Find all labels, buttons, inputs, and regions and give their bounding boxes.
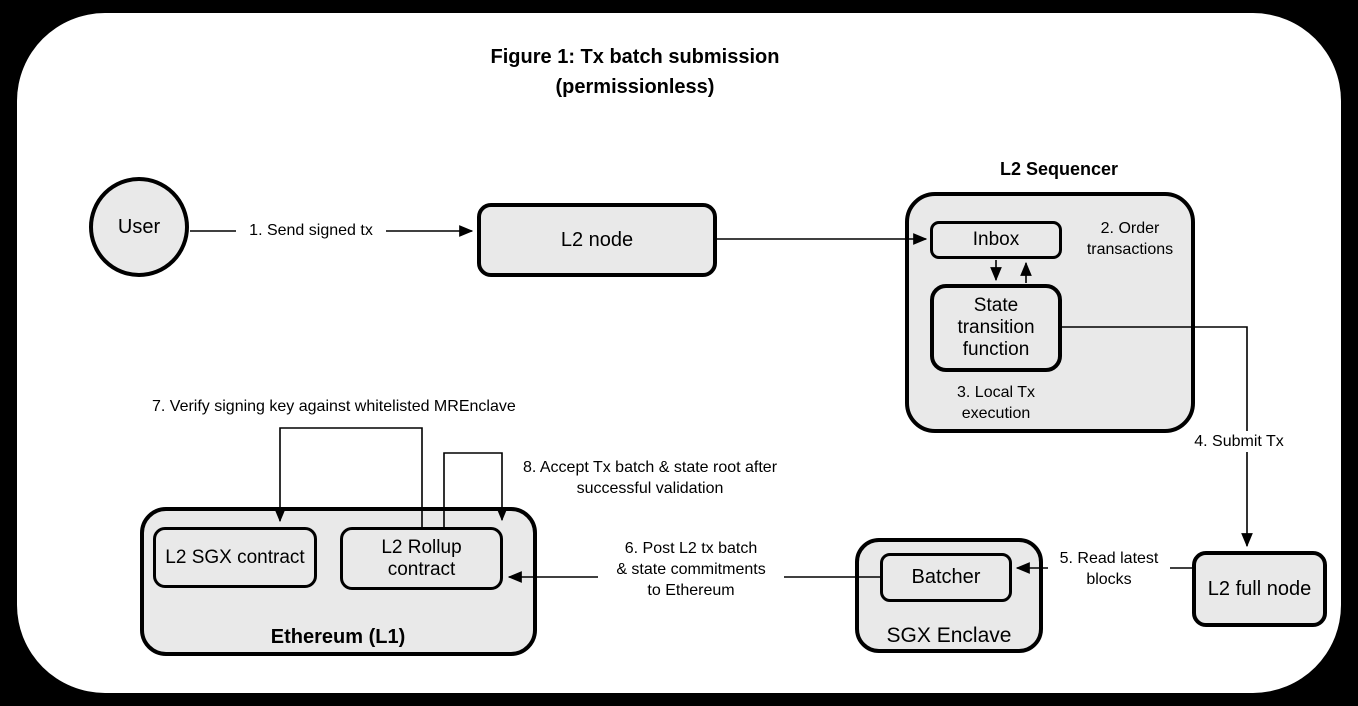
batcher-node-label: Batcher	[911, 566, 981, 588]
label-step6: 6. Post L2 tx batch & state commitments …	[598, 538, 784, 601]
state-transition-function-node: State transition function	[930, 284, 1062, 372]
label-step5: 5. Read latest blocks	[1048, 548, 1170, 590]
label-step3: 3. Local Tx execution	[957, 384, 1035, 422]
label-step7: 7. Verify signing key against whiteliste…	[152, 398, 516, 415]
label-step8: 8. Accept Tx batch & state root after su…	[522, 459, 778, 497]
figure-title: Figure 1: Tx batch submission (permissio…	[490, 46, 780, 98]
inbox-node: Inbox	[930, 221, 1062, 259]
l2-sgx-contract-label: L2 SGX contract	[165, 546, 305, 568]
l2-full-node: L2 full node	[1192, 551, 1327, 627]
label-step2: 2. Order transactions	[1086, 220, 1174, 258]
state-transition-function-label: State transition function	[957, 295, 1035, 360]
batcher-node: Batcher	[880, 553, 1012, 602]
l2-rollup-contract-label: L2 Rollup contract	[381, 536, 462, 580]
l2-sgx-contract-node: L2 SGX contract	[153, 527, 317, 588]
l2-full-node-label: L2 full node	[1207, 577, 1312, 600]
label-step1: 1. Send signed tx	[236, 220, 386, 241]
user-node-label: User	[117, 215, 161, 238]
inbox-node-label: Inbox	[972, 229, 1020, 250]
ethereum-l1-label: Ethereum (L1)	[270, 626, 406, 648]
sgx-enclave-label: SGX Enclave	[886, 624, 1012, 647]
label-step4: 4. Submit Tx	[1186, 431, 1292, 452]
l2-node: L2 node	[477, 203, 717, 277]
l2-sequencer-title: L2 Sequencer	[999, 159, 1119, 179]
l2-node-label: L2 node	[560, 228, 634, 251]
user-node: User	[89, 177, 189, 277]
l2-rollup-contract-node: L2 Rollup contract	[340, 527, 503, 590]
